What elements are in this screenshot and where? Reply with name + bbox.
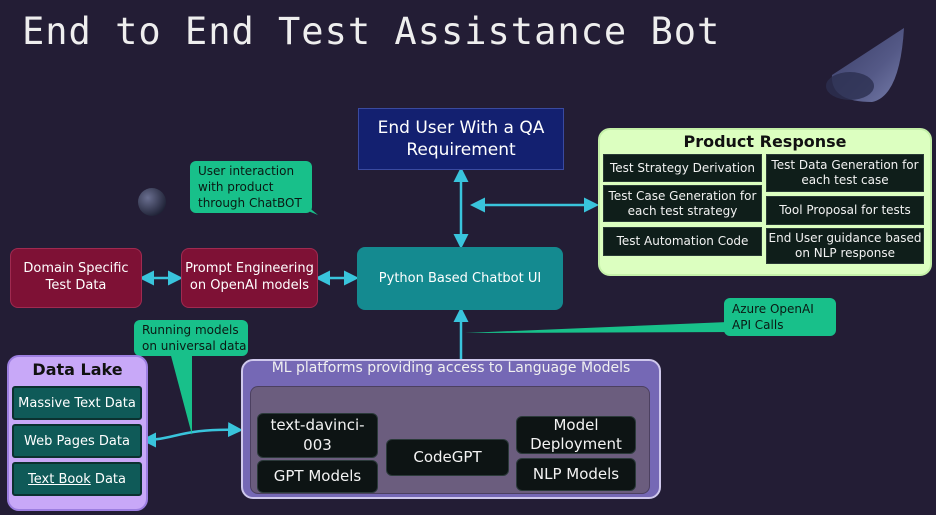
textbook-link[interactable]: Text Book (28, 471, 91, 487)
sphere-decoration (138, 188, 166, 216)
callout-azure: Azure OpenAI API Calls (724, 298, 836, 336)
textbook-suffix: Data (90, 471, 126, 487)
product-response-item: Test Case Generation for each test strat… (603, 185, 762, 222)
arrow-datalake-ml (141, 422, 243, 448)
data-lake-title: Data Lake (32, 360, 123, 379)
callout-user-interaction: User interaction with product through Ch… (190, 161, 312, 213)
product-response-item: Test Strategy Derivation (603, 154, 762, 182)
end-user-box: End User With a QA Requirement (358, 108, 564, 170)
pointer-azure (465, 322, 740, 333)
product-response-item: Tool Proposal for tests (766, 196, 924, 225)
callout-running-models: Running models on universal data (134, 320, 248, 356)
chatbot-box: Python Based Chatbot UI (357, 247, 563, 310)
domain-data-box: Domain Specific Test Data (10, 248, 142, 308)
data-lake-item-textbook: Text Book Data (12, 462, 142, 496)
data-lake-item: Massive Text Data (12, 386, 142, 420)
ml-item: NLP Models (516, 458, 636, 491)
product-response-item: Test Data Generation for each test case (766, 154, 924, 192)
pointer-running-models (170, 352, 192, 435)
ml-item: CodeGPT (386, 439, 509, 476)
ml-platforms-title: ML platforms providing access to Languag… (271, 360, 631, 376)
ml-item: text-davinci-003 (257, 413, 378, 458)
cone-decoration (826, 28, 904, 102)
ml-item: Model Deployment (516, 416, 636, 454)
prompt-engineering-box: Prompt Engineering on OpenAI models (181, 248, 318, 308)
data-lake-item: Web Pages Data (12, 424, 142, 458)
ml-item: GPT Models (257, 460, 378, 493)
product-response-title: Product Response (683, 132, 847, 151)
product-response-item: End User guidance based on NLP response (766, 228, 924, 264)
product-response-item: Test Automation Code (603, 227, 762, 256)
page-title: End to End Test Assistance Bot (22, 10, 721, 53)
